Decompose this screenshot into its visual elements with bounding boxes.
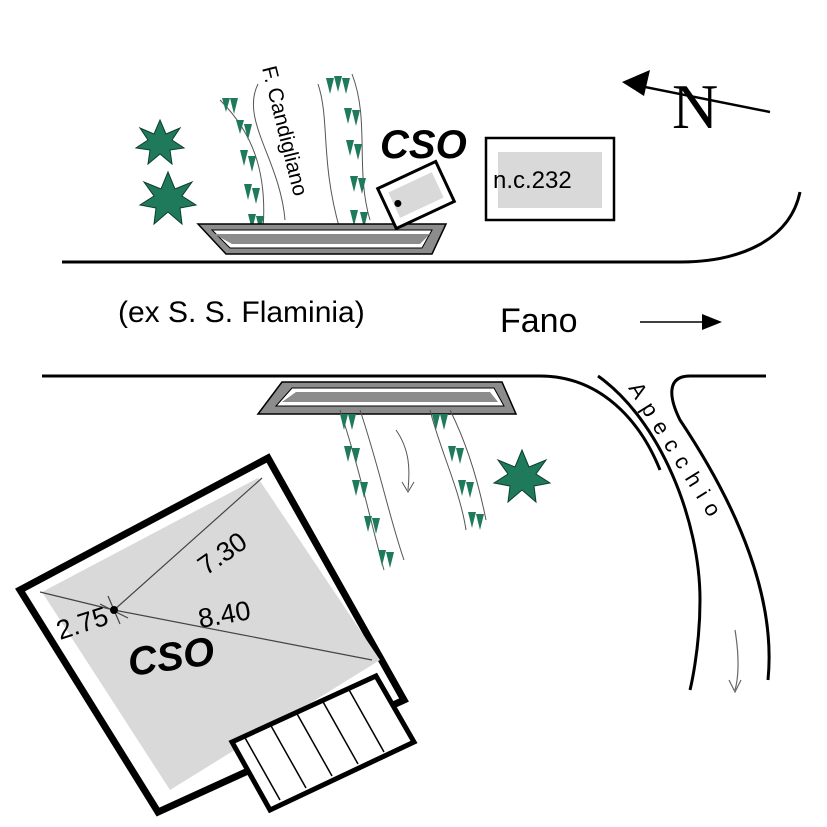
- tree-icon: [134, 118, 186, 166]
- river-lower: [339, 409, 487, 571]
- cso-label-upper: CSO: [380, 123, 467, 167]
- dimension-lines: [39, 477, 373, 661]
- main-road: (ex S. S. Flaminia) Fano: [42, 191, 802, 471]
- apecchio-road-edge-left: [597, 374, 702, 691]
- road-lower-edge: [42, 374, 662, 471]
- direction-arrow-icon: [640, 314, 722, 330]
- direction-label: Fano: [500, 302, 578, 340]
- tree-icon: [492, 448, 552, 504]
- bridge-upper: [196, 223, 448, 255]
- flow-arrow: [734, 629, 739, 691]
- river-bank-vegetation-left: [222, 98, 264, 232]
- apecchio-road: Apecchio: [597, 374, 771, 694]
- cso-chamber-upper: CSO: [375, 123, 467, 231]
- cso-chamber-lower: 7.30 8.40 2.75 CSO: [15, 453, 418, 817]
- building-label: n.c.232: [493, 167, 572, 194]
- road-upper-edge: [62, 191, 802, 264]
- manhole-point: [110, 606, 118, 614]
- north-label: N: [672, 71, 718, 142]
- river-label: F. Candigliano: [257, 64, 312, 199]
- tree-icon: [138, 170, 198, 226]
- building-nc232: n.c.232: [484, 136, 616, 222]
- side-road-label: Apecchio: [624, 377, 731, 528]
- apecchio-road-edge-right: [670, 374, 771, 681]
- river-bank-vegetation-right: [326, 76, 368, 228]
- bridge-lower: [256, 381, 518, 415]
- river-upper: F. Candigliano: [219, 64, 371, 241]
- stairs: [243, 687, 385, 801]
- road-label: (ex S. S. Flaminia): [118, 296, 365, 329]
- north-arrow-icon: N: [622, 70, 771, 142]
- river-bank-vegetation-lower: [340, 414, 484, 568]
